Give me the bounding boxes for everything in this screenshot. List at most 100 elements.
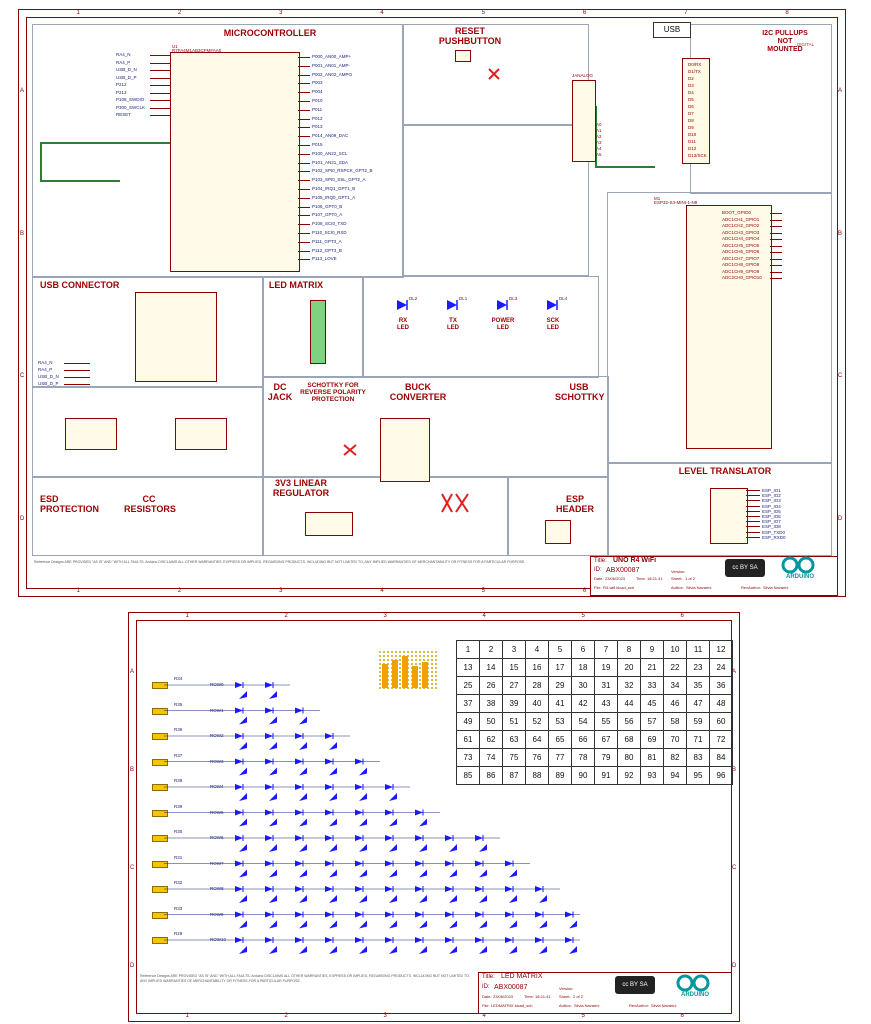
led-diode-icon [355, 860, 367, 878]
mcu-net-label: P014_AN09_DAC [312, 133, 349, 139]
row-label: ROW4 [210, 784, 224, 789]
mcu-net-label: P111_GPT3_A [312, 238, 342, 244]
row-resistor-label: R29 [174, 931, 183, 936]
esp-pin-label: ADC1CH7_GPIO7 [722, 255, 760, 261]
led-diode-icon [295, 911, 307, 929]
zone-column-label: 6 [680, 1013, 684, 1019]
led-diode-icon [235, 937, 247, 954]
dnp-cross-icon [488, 68, 500, 80]
row-resistor-label: R35 [174, 701, 183, 707]
led-diode-icon [385, 937, 397, 954]
power-wire [595, 166, 655, 168]
grid-cell: 71 [686, 730, 710, 749]
mcu-net-label: P106_GPT0_B [312, 203, 343, 209]
row-label: ROW9 [210, 911, 224, 917]
led-diode-icon [385, 809, 397, 827]
grid-cell: 12 [709, 640, 733, 659]
zone-row-label: D [732, 963, 737, 969]
led-diode-icon [447, 300, 458, 310]
row-label: ROW2 [210, 733, 224, 738]
grid-cell: 48 [709, 694, 733, 713]
led-diode-icon [505, 937, 517, 954]
mcu-pin-line [298, 162, 310, 164]
led-diode-icon [235, 886, 247, 903]
zone-row-label: B [20, 230, 25, 237]
led-diode-icon [535, 937, 547, 954]
date-key: Date: [482, 994, 492, 999]
zone-column-label: 1 [185, 1013, 189, 1019]
analog-pin-label: A1 [596, 128, 602, 133]
zone-column-label: 4 [380, 10, 384, 16]
row-resistor-label: R31 [174, 854, 183, 860]
usb-mux-2 [175, 418, 227, 450]
mcu-net-label: P110_SCI0_RXD [312, 230, 347, 235]
led-diode-icon [355, 886, 367, 903]
grid-cell: 83 [686, 748, 710, 767]
led-diode-icon [235, 758, 247, 776]
row-tag-icon [152, 784, 168, 791]
row-resistor-label: R34 [174, 676, 183, 681]
level-net-label: ESP_IO1 [762, 488, 781, 493]
net-wire [150, 85, 170, 86]
level-net-line [746, 516, 760, 517]
led-diode-icon [355, 809, 367, 827]
zone-row-label: D [20, 515, 25, 522]
title-key: Title: [482, 974, 495, 980]
level-net-label: ESP_IO7 [762, 519, 781, 525]
grid-cell: 56 [617, 712, 641, 731]
esp32-section [607, 192, 832, 464]
net-label: RESET [116, 112, 132, 117]
led-diode-icon [445, 911, 457, 929]
net-wire [150, 77, 170, 79]
zone-column-label: 3 [383, 1013, 387, 1019]
led-diode-icon [265, 835, 277, 852]
grid-cell: 35 [686, 676, 710, 695]
led-diode-icon [415, 911, 427, 929]
grid-cell: 69 [640, 730, 664, 749]
buck-converter-ic [380, 418, 430, 482]
digital-pin-label: D11 [688, 139, 696, 144]
schottky-title: SCHOTTKY FOR REVERSE POLARITY PROTECTION [300, 382, 366, 403]
date-value: 23/06/2023 [605, 576, 626, 581]
microcontroller-section [32, 24, 404, 278]
led-diode-icon [497, 300, 508, 310]
sheet-inner-frame [26, 17, 838, 589]
mcu-net-label: P012 [312, 115, 323, 121]
mcu-pin-line [298, 92, 310, 94]
led-diode-icon [235, 860, 247, 878]
led-diode-icon [325, 886, 337, 903]
grid-cell: 86 [479, 766, 503, 785]
time-key: Time: [524, 994, 534, 999]
usb-mux-section [32, 386, 264, 478]
esd-title: ESD PROTECTION [40, 494, 100, 514]
level-net-line [746, 526, 760, 528]
usb-net-line [64, 377, 90, 378]
row-tag-icon [152, 886, 168, 893]
zone-row-label: B [732, 767, 737, 773]
led-diode-icon [325, 758, 337, 776]
reset-button [455, 50, 471, 62]
net-wire [150, 55, 170, 56]
date-key: Date: [594, 576, 604, 581]
esp-pin-line [770, 226, 782, 227]
file-value: R4-wifi.kicad_sch [603, 585, 635, 590]
grid-cell: 93 [640, 766, 664, 785]
grid-cell: 31 [594, 676, 618, 695]
rev-author-value: Silvia Navarini [651, 1003, 677, 1008]
zone-row-label: C [732, 865, 737, 871]
disclaimer-text: Reference Designs ARE PROVIDED "AS IS" A… [34, 560, 526, 564]
zone-column-label: 4 [380, 588, 384, 594]
digital-header [682, 58, 710, 164]
grid-cell: 70 [663, 730, 687, 749]
version-key: Version: [559, 986, 574, 991]
usb-net-line [64, 370, 90, 371]
row-label: ROW1 [210, 707, 224, 713]
digital-pin-label: D0/RX [688, 62, 702, 67]
row-resistor-label: R39 [174, 803, 183, 809]
mcu-net-label: P003 [312, 80, 323, 86]
level-net-line [746, 536, 760, 538]
grid-cell: 92 [617, 766, 641, 785]
zone-column-label: 3 [383, 613, 387, 619]
rev-author-key: RevAuthor: [629, 1003, 650, 1008]
